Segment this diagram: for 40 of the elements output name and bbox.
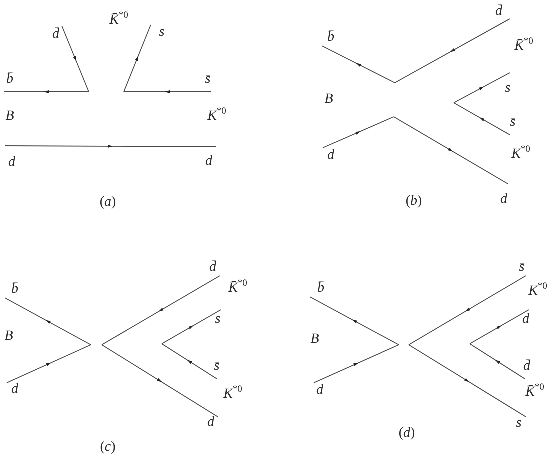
particle-label: b̄ [12,283,18,297]
particle-label: K$^{*0}$ [512,148,530,162]
particle-label: K$^{*0}$ [208,110,226,124]
particle-label: B [6,110,14,124]
particle-label: K̄$^{*0}$ [110,14,128,28]
particle-label: s̄ [214,360,220,374]
panel-label: (d) [398,427,416,441]
particle-label: s [159,26,165,40]
particle-label: K̄$^{*0}$ [514,40,534,54]
particle-label: s [215,313,221,327]
particle-label: d [12,383,18,397]
panel-label: (a) [100,196,116,210]
particle-label: K̄$^{*0}$ [526,386,544,400]
particle-label: b̄ [328,31,334,45]
particle-label: d [316,384,324,398]
particle-label: d [208,416,214,430]
particle-label: s̄ [510,116,516,130]
particle-label: B [324,93,334,107]
particle-label: d [522,313,530,327]
particle-label: d [500,193,508,207]
particle-label: s̄ [519,261,525,275]
panel-label: (c) [100,441,116,455]
particle-label: b̄ [318,282,324,296]
particle-label: s [505,82,511,96]
particle-label: B [310,333,320,347]
particle-label: d [8,156,16,170]
particle-label: K̄$^{*0}$ [228,282,248,296]
particle-label: d [206,155,212,169]
particle-label: d̄ [210,261,216,275]
panel-label: (b) [406,195,422,209]
particle-label: B [4,330,14,344]
particle-label: K$^{*0}$ [528,285,548,299]
particle-label: d̄ [524,360,530,374]
particle-label: s̄ [205,73,211,87]
particle-label: d̄ [52,28,60,42]
particle-label: K$^{*0}$ [224,388,242,402]
particle-label: b̄ [6,73,14,87]
particle-label: d̄ [496,5,502,19]
particle-label: s [516,417,522,431]
particle-label: d [328,149,334,163]
